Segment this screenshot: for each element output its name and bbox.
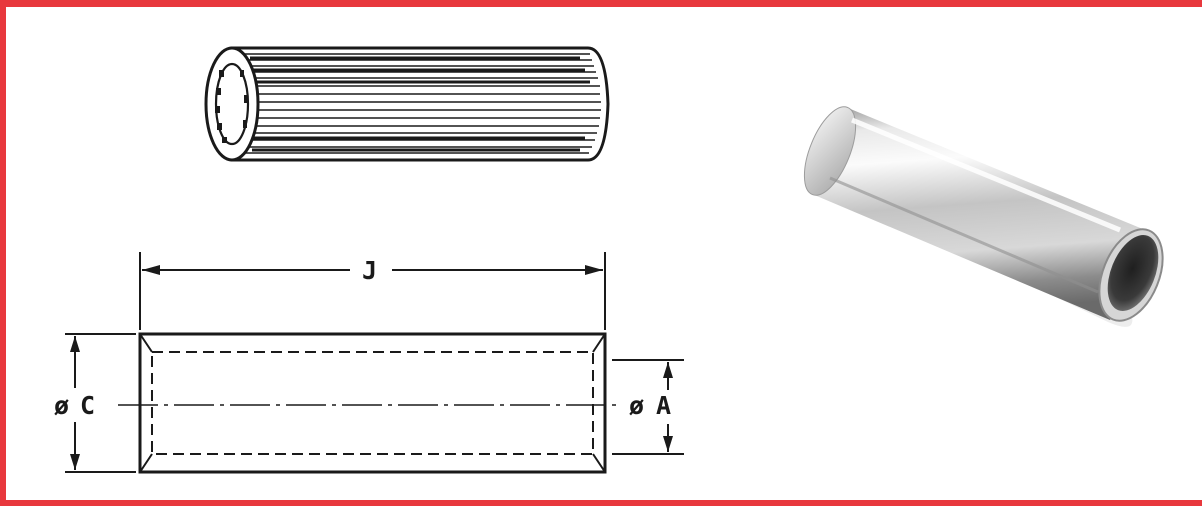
dimension-label-inner-diameter: A [656, 391, 671, 420]
sleeve-dimension-drawing [65, 252, 684, 474]
diameter-symbol-inner: ø [629, 391, 644, 420]
dimension-label-outer-diameter: C [80, 391, 95, 420]
metal-tube-photo [803, 106, 1164, 327]
dimension-label-length: J [362, 256, 377, 285]
knurled-sleeve-illustration [204, 46, 610, 162]
diameter-symbol-outer: ø [54, 391, 69, 420]
